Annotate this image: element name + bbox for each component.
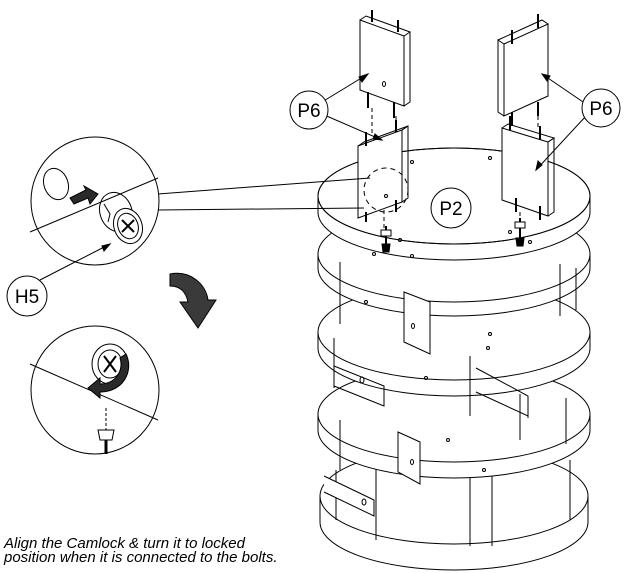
panel-p6-top-right [497, 14, 549, 126]
instruction-line-2: position when it is connected to the bol… [4, 549, 278, 566]
callout-h5 [6, 243, 112, 317]
callout-p6-left [289, 73, 384, 141]
panel-p6-bottom-left [357, 120, 409, 222]
panel-p6-top-left [359, 10, 411, 118]
panel-p6-bottom-right [501, 116, 556, 220]
label-p2: P2 [439, 199, 462, 220]
alignment-lines [371, 108, 539, 228]
instruction-note: Align the Camlock & turn it to locked po… [4, 535, 424, 566]
detail-camlock-insert [29, 136, 160, 266]
zoom-connector [157, 177, 371, 211]
bolt-icon [380, 218, 526, 253]
camlock-icon [98, 191, 144, 245]
detail-camlock-locked [29, 325, 160, 455]
instruction-line-1: Align the Camlock & turn it to locked [4, 535, 245, 552]
callout-p6-right [535, 73, 621, 172]
push-arrow-icon [69, 184, 99, 206]
bolt-icon [97, 408, 115, 454]
callout-p2 [430, 187, 472, 229]
label-h5: H5 [15, 287, 39, 308]
label-p6-left: P6 [297, 101, 320, 122]
rotate-arrow-icon [169, 272, 217, 329]
label-p6-right: P6 [589, 99, 612, 120]
